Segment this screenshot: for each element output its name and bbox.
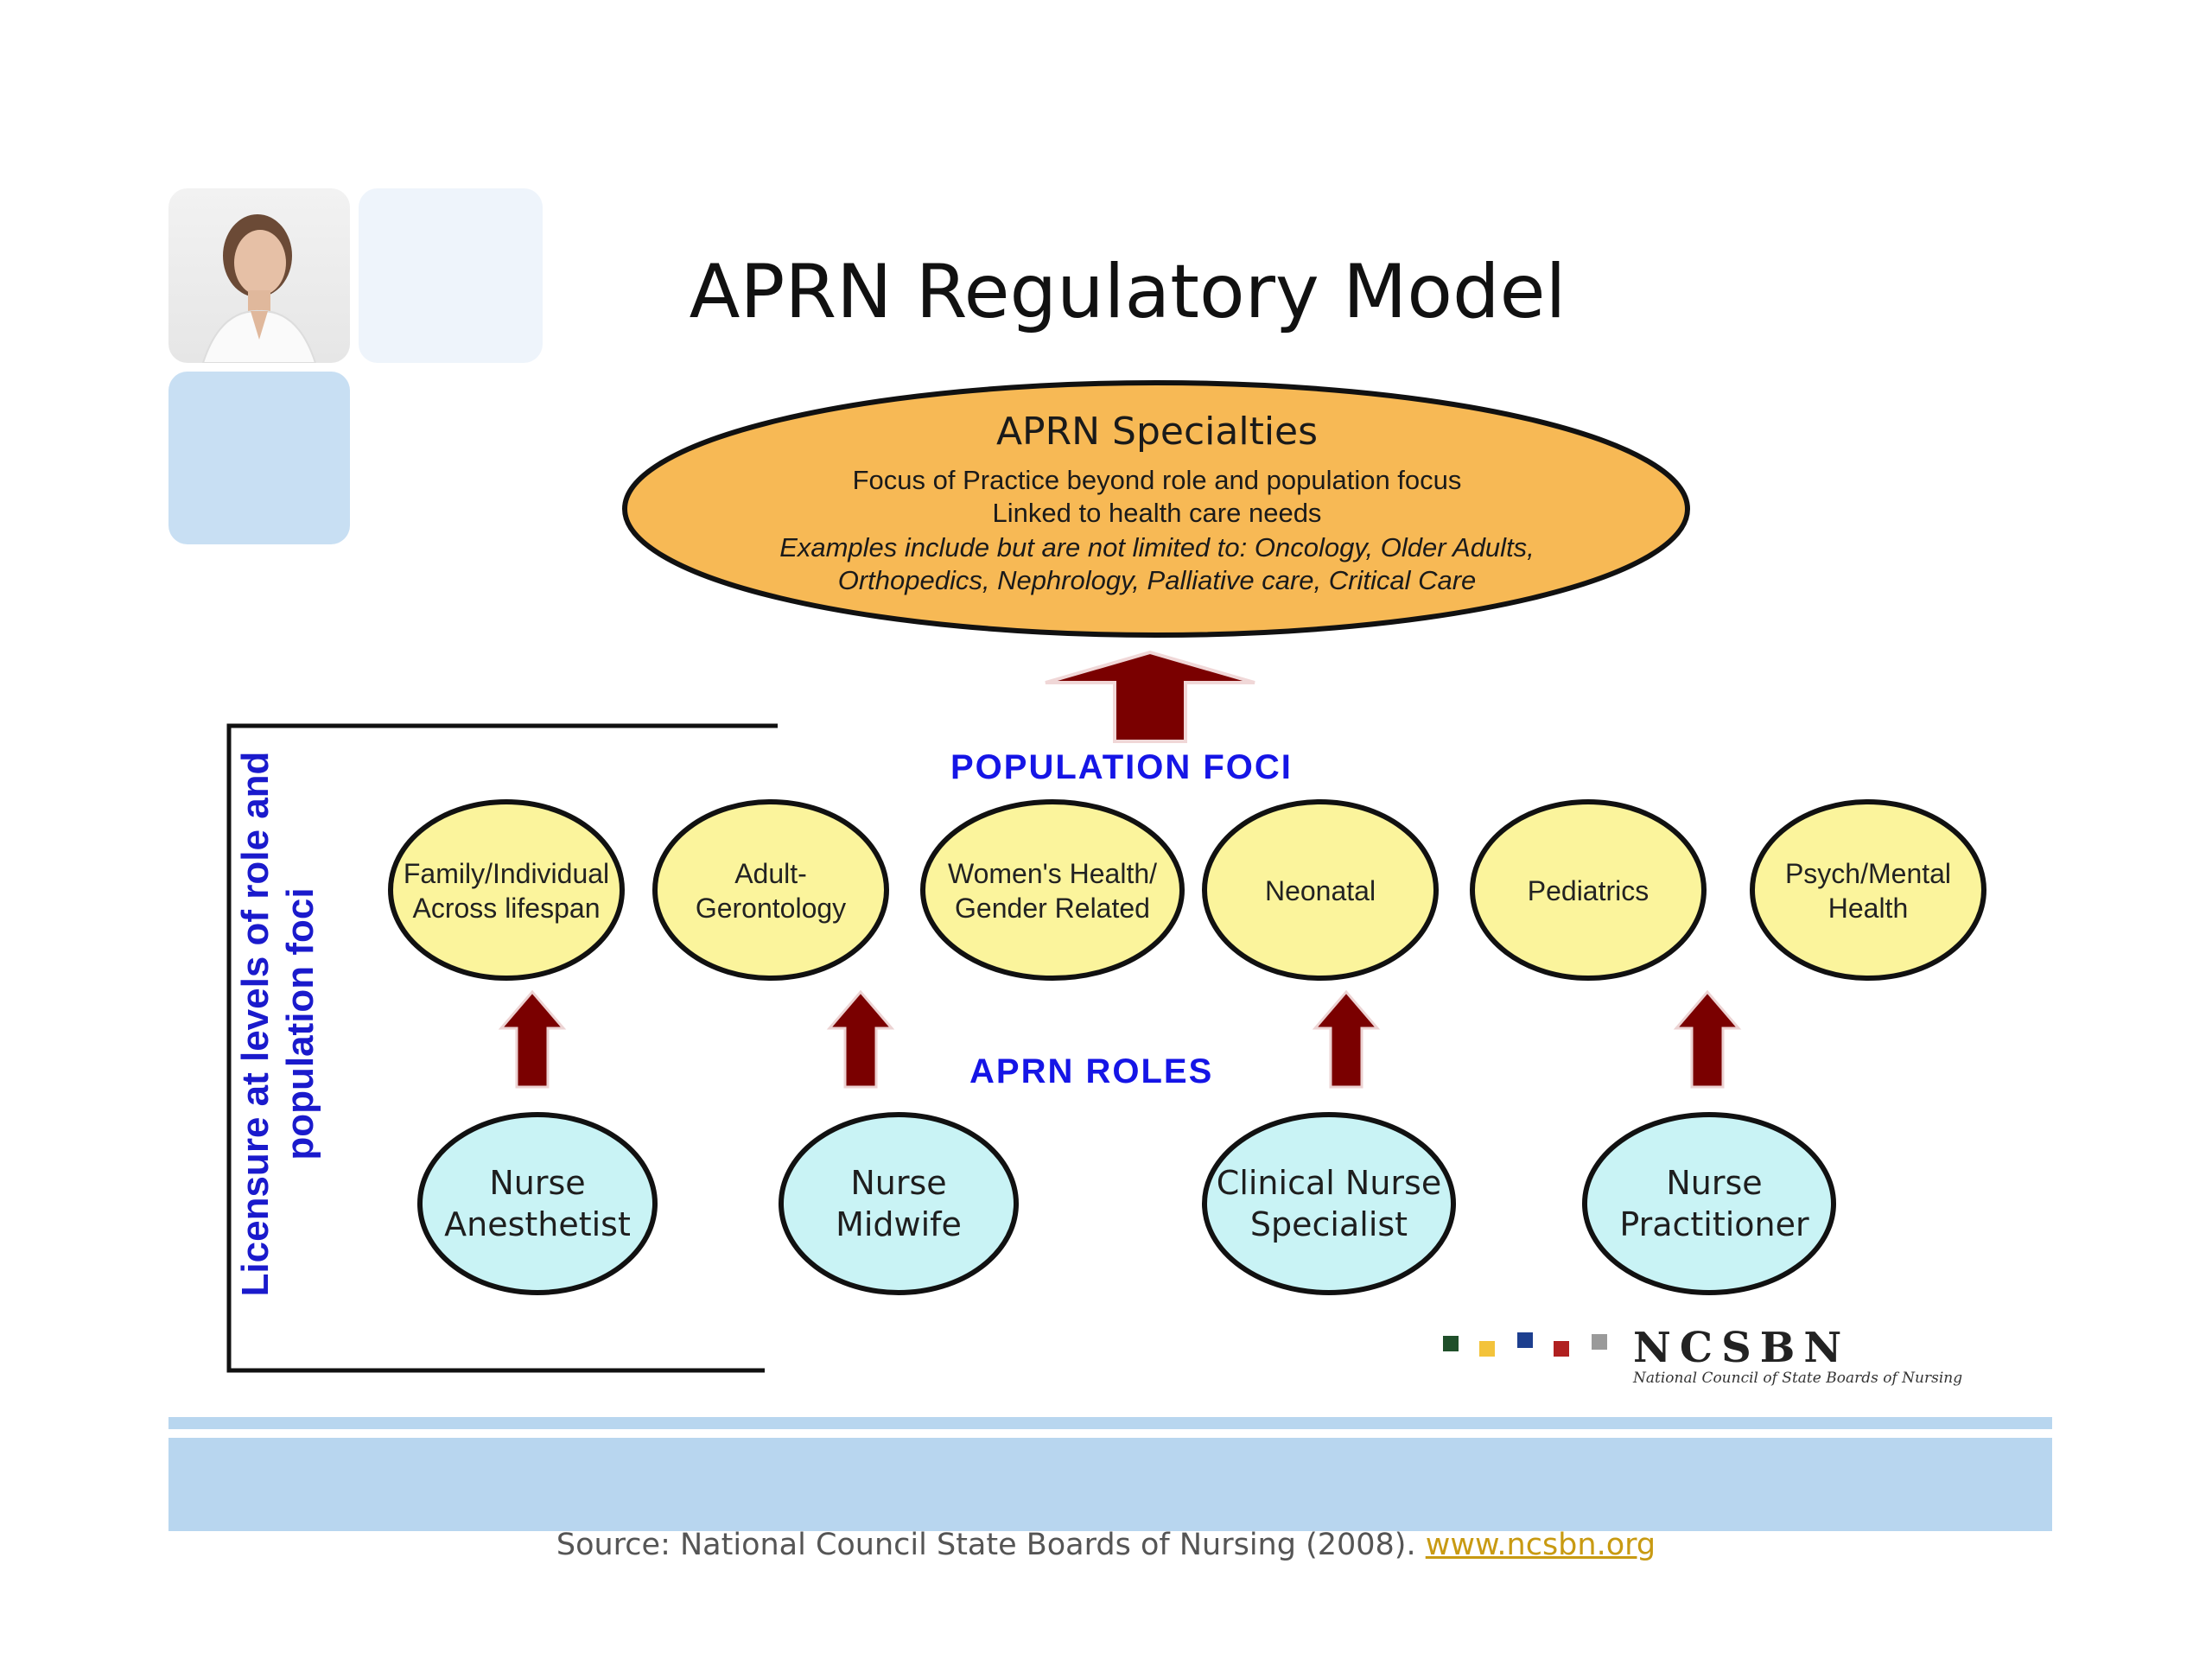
aprn-roles-label: APRN ROLES [969,1052,1214,1090]
source-text: Source: National Council State Boards of… [556,1528,1416,1562]
footer-band [168,1438,2052,1531]
population-ellipse-adult [652,799,889,981]
logo-square-gray [1592,1334,1607,1350]
specialties-line-1: Focus of Practice beyond role and popula… [852,465,1462,495]
population-ellipse-family [388,799,625,981]
ncsbn-logo: NCSBN [1633,1324,1851,1372]
licensure-bracket [226,723,778,1373]
footer-band-line [168,1417,2052,1429]
specialties-line-4: Orthopedics, Nephrology, Palliative care… [837,565,1477,595]
role-ellipse-midwife [779,1112,1019,1295]
arrow-up-icon [498,989,567,1089]
logo-square-red [1554,1341,1569,1357]
specialties-text: APRN Specialties Focus of Practice beyon… [626,380,1688,638]
person-portrait-icon [201,214,317,363]
licensure-label: Licensure at levels of role and populati… [234,751,321,1297]
population-ellipse-women [920,799,1185,981]
population-pediatrics: Pediatrics [1527,874,1649,906]
specialties-line-3: Examples include but are not limited to:… [779,532,1535,563]
slide-title: APRN Regulatory Model [689,249,1567,335]
arrow-up-icon [1312,989,1381,1089]
population-ellipse-neonatal [1202,799,1439,981]
decor-tile-bottom-left [168,372,350,544]
role-ellipse-np [1582,1112,1836,1295]
specialties-ellipse [622,380,1690,638]
population-womens-health: Women's Health/Gender Related [947,857,1158,924]
source-link[interactable]: www.ncsbn.org [1425,1528,1656,1562]
role-ellipse-anesthetist [417,1112,658,1295]
source-citation: Source: National Council State Boards of… [0,1528,2212,1562]
specialties-line-2: Linked to health care needs [992,498,1322,528]
presenter-photo [168,188,350,363]
specialties-heading: APRN Specialties [995,410,1319,454]
population-neonatal: Neonatal [1264,874,1376,906]
arrow-up-icon [826,989,895,1089]
ncsbn-logo-subtitle: National Council of State Boards of Nurs… [1633,1370,1963,1387]
population-foci-label: POPULATION FOCI [950,748,1293,786]
arrow-up-icon [1673,989,1742,1089]
population-ellipse-psych [1750,799,1986,981]
population-ellipse-pediatrics [1470,799,1707,981]
role-ellipse-cns [1202,1112,1456,1295]
decor-tile-top-right [359,188,543,363]
logo-square-green [1443,1336,1459,1351]
population-adult-gerontology: Adult-Gerontology [695,857,847,924]
arrow-to-specialties-icon [1045,650,1255,743]
logo-square-blue [1517,1332,1533,1348]
logo-square-yellow [1479,1341,1495,1357]
